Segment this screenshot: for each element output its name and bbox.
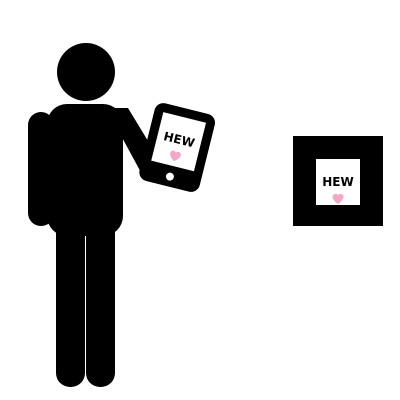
person-torso	[47, 104, 123, 236]
person-right-leg	[86, 212, 115, 387]
marker-card-text: HEW	[322, 175, 353, 189]
person-head	[57, 43, 115, 101]
person-figure	[28, 43, 162, 387]
person-left-arm	[28, 112, 54, 226]
heart-icon	[170, 150, 181, 162]
heart-icon	[332, 193, 344, 204]
marker-card: HEW	[293, 136, 383, 226]
device-screen	[151, 112, 207, 172]
device-home-button	[165, 172, 174, 181]
handheld-device: HEW	[139, 103, 216, 192]
person-left-leg	[56, 212, 85, 387]
